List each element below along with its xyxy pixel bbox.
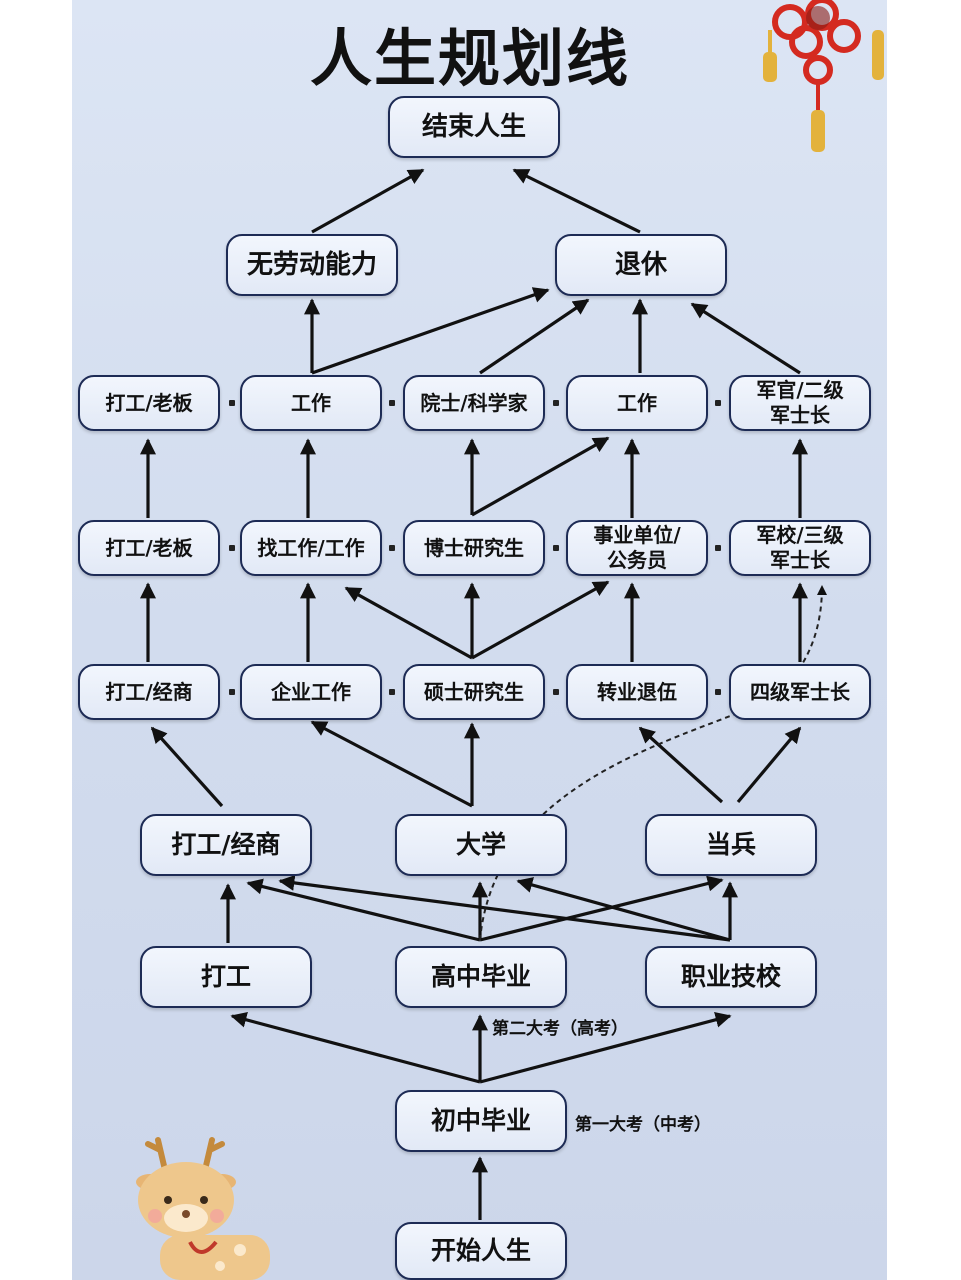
exam-label-second: 第二大考（高考）	[492, 1019, 628, 1039]
separator-dot	[553, 400, 559, 406]
node-r2-soldier: 当兵	[645, 814, 817, 876]
node-r4-findjob: 找工作/工作	[240, 520, 382, 576]
separator-dot	[389, 545, 395, 551]
node-start-life: 开始人生	[395, 1222, 567, 1280]
node-end-life: 结束人生	[388, 96, 560, 158]
node-r4-civil: 事业单位/ 公务员	[566, 520, 708, 576]
node-r3-sergeant: 四级军士长	[729, 664, 871, 720]
node-r1-vocational: 职业技校	[645, 946, 817, 1008]
separator-dot	[389, 400, 395, 406]
node-r2-university: 大学	[395, 814, 567, 876]
node-r4-phd: 博士研究生	[403, 520, 545, 576]
node-r3-master: 硕士研究生	[403, 664, 545, 720]
exam-label-first: 第一大考（中考）	[575, 1115, 711, 1135]
separator-dot	[715, 689, 721, 695]
node-retire: 退休	[555, 234, 727, 296]
node-r2-migrant: 打工/经商	[140, 814, 312, 876]
separator-dot	[229, 545, 235, 551]
node-r1-highschool: 高中毕业	[395, 946, 567, 1008]
page-title: 人生规划线	[309, 22, 630, 95]
node-r3-transfer: 转业退伍	[566, 664, 708, 720]
node-r3-migrant: 打工/经商	[78, 664, 220, 720]
node-r4-migrant: 打工/老板	[78, 520, 220, 576]
node-r5-officer: 军官/二级 军士长	[729, 375, 871, 431]
separator-dot	[715, 545, 721, 551]
chinese-knot-icon	[763, 0, 884, 152]
separator-dot	[553, 545, 559, 551]
separator-dot	[553, 689, 559, 695]
node-r5-migrant: 打工/老板	[78, 375, 220, 431]
separator-dot	[715, 400, 721, 406]
separator-dot	[389, 689, 395, 695]
node-r5-work: 工作	[240, 375, 382, 431]
node-r1-work: 打工	[140, 946, 312, 1008]
separator-dot	[229, 400, 235, 406]
node-incapable: 无劳动能力	[226, 234, 398, 296]
node-r5-work2: 工作	[566, 375, 708, 431]
deer-icon	[136, 1137, 270, 1280]
node-r5-academician: 院士/科学家	[403, 375, 545, 431]
node-middle-school: 初中毕业	[395, 1090, 567, 1152]
node-r3-company: 企业工作	[240, 664, 382, 720]
separator-dot	[229, 689, 235, 695]
node-r4-academy: 军校/三级 军士长	[729, 520, 871, 576]
